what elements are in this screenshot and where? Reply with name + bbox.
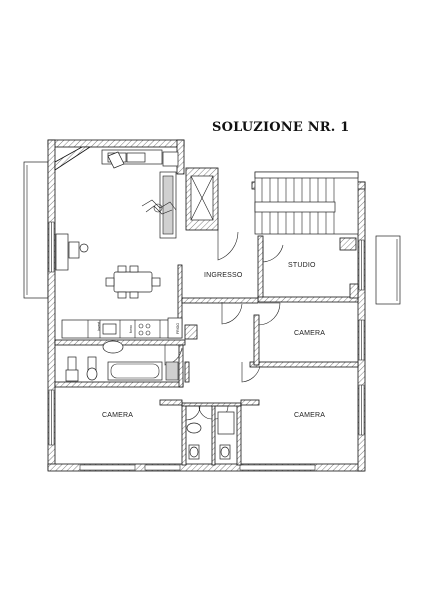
appliance-lavast: lavast.: [97, 321, 101, 331]
room-label-camera-right-top: CAMERA: [294, 330, 326, 337]
balcony-left: [23, 161, 49, 299]
room-label-camera-right-bottom: CAMERA: [294, 412, 326, 419]
plant-icon: [141, 199, 177, 215]
staircase: [254, 171, 359, 235]
room-label-studio: STUDIO: [288, 262, 316, 269]
interior-walls: [54, 235, 359, 466]
stair-steps: [254, 178, 336, 234]
desk: [55, 233, 89, 271]
doors: [164, 230, 284, 421]
appliance-frigo: FRIGO: [176, 323, 180, 334]
appliance-forno: forno: [129, 325, 133, 333]
balcony-right: [375, 235, 401, 305]
corner-wall: [54, 146, 92, 171]
elevator-shaft: [185, 167, 219, 231]
dining-table: [105, 265, 161, 299]
bathroom: [65, 340, 179, 382]
sofa-right: [159, 171, 177, 239]
windows: [48, 221, 365, 471]
room-label-camera-left: CAMERA: [102, 412, 134, 419]
kitchen-counter: lavast. forno FRIGO: [61, 317, 183, 339]
small-bathrooms: [186, 411, 235, 460]
armchair: [107, 151, 125, 169]
room-label-ingresso: INGRESSO: [204, 272, 243, 279]
plan-title: SOLUZIONE NR. 1: [212, 120, 350, 135]
